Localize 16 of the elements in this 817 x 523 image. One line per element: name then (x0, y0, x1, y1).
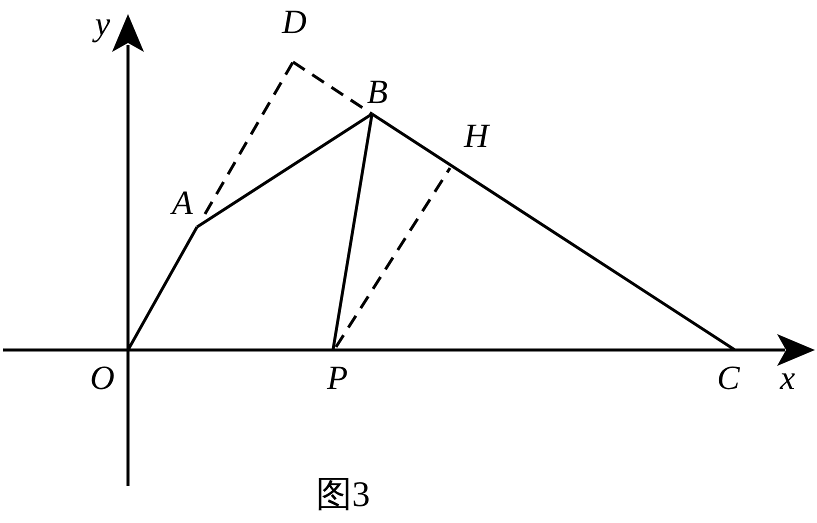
point-label: P (327, 362, 348, 396)
figure-caption: 图3 (316, 474, 370, 514)
segment (196, 112, 373, 228)
axis-label: x (780, 362, 796, 396)
point-label: O (90, 362, 115, 396)
segment (332, 114, 374, 350)
point-label: H (464, 120, 489, 154)
segment (126, 226, 198, 351)
point-label: B (367, 76, 388, 110)
point-label: A (172, 187, 193, 221)
dashed-segment (204, 61, 294, 215)
dashed-segment (334, 167, 452, 348)
point-label: D (282, 6, 307, 40)
dashed-segment (292, 60, 373, 116)
point-label: C (717, 362, 740, 396)
segment (371, 112, 736, 352)
